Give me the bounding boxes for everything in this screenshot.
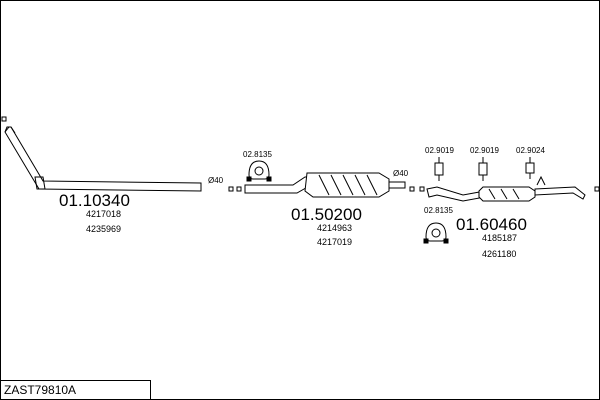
connector-marker bbox=[409, 186, 415, 192]
diameter-label: Ø40 bbox=[208, 176, 224, 185]
rear-hanger bbox=[536, 175, 546, 186]
connector-marker bbox=[594, 186, 599, 192]
clamp-body bbox=[248, 160, 270, 180]
accessory-number: 02.9024 bbox=[516, 146, 545, 155]
hanger-body bbox=[434, 162, 444, 176]
diagram-code-box: ZAST79810A bbox=[1, 380, 151, 399]
accessory-number: 02.8135 bbox=[424, 206, 453, 215]
clamp-body bbox=[425, 222, 447, 242]
accessory-number: 02.8135 bbox=[243, 150, 272, 159]
clamp-hole bbox=[431, 228, 441, 238]
reference-number: 4217018 bbox=[86, 209, 121, 219]
front-pipe-flange bbox=[4, 126, 16, 134]
middle-silencer-drawing: Ø40 01.50200 4214963 4217019 bbox=[236, 169, 415, 247]
rear-silencer-box bbox=[478, 186, 536, 202]
accessory-hanger: 02.9019 bbox=[425, 146, 454, 181]
diagram-code: ZAST79810A bbox=[4, 383, 77, 397]
part-number: 01.10340 bbox=[59, 191, 130, 210]
rear-tail-pipe bbox=[534, 186, 586, 200]
accessory-hanger: 02.9024 bbox=[516, 146, 545, 179]
accessory-number: 02.9019 bbox=[470, 146, 499, 155]
hanger-body bbox=[478, 162, 488, 176]
accessory-clamp: 02.8135 bbox=[243, 150, 272, 182]
part-number: 01.50200 bbox=[291, 205, 362, 224]
silencer-ribs bbox=[318, 174, 378, 196]
reference-number: 4217019 bbox=[317, 237, 352, 247]
connector-marker bbox=[419, 186, 425, 192]
clamp-hole bbox=[254, 166, 264, 176]
front-pipe-body bbox=[4, 126, 202, 192]
middle-outlet-pipe bbox=[388, 181, 406, 189]
accessory-clamp: 02.8135 bbox=[423, 206, 453, 244]
reference-number: 4214963 bbox=[317, 223, 352, 233]
connector-marker bbox=[228, 186, 234, 192]
connector-marker bbox=[1, 116, 7, 122]
connector-marker bbox=[236, 186, 242, 192]
accessory-hanger: 02.9019 bbox=[470, 146, 499, 181]
middle-silencer-box bbox=[304, 172, 390, 198]
rear-inlet-pipe bbox=[426, 186, 486, 202]
hanger-body bbox=[525, 162, 535, 174]
diameter-label: Ø40 bbox=[393, 169, 409, 178]
rear-silencer-ribs bbox=[488, 188, 520, 200]
part-number: 01.60460 bbox=[456, 215, 527, 234]
reference-number: 4185187 bbox=[482, 233, 517, 243]
reference-number: 4261180 bbox=[482, 249, 516, 259]
accessory-number: 02.9019 bbox=[425, 146, 454, 155]
rear-silencer-drawing: 01.60460 4185187 4261180 bbox=[419, 175, 599, 259]
front-pipe-clamp bbox=[34, 176, 46, 190]
clamp-feet bbox=[423, 238, 449, 244]
clamp-feet bbox=[246, 176, 272, 182]
front-pipe-drawing: Ø40 01.10340 4217018 4235969 bbox=[1, 116, 234, 234]
reference-number: 4235969 bbox=[86, 224, 121, 234]
